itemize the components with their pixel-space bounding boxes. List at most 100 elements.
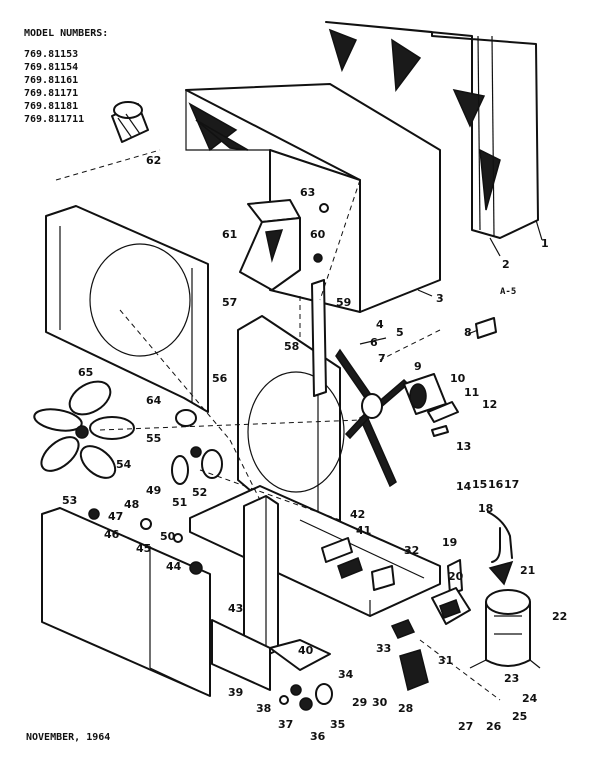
leader-lines [359,219,543,345]
callout-28: 28 [398,702,413,715]
callout-20: 20 [448,570,464,583]
capacitor-part [111,101,149,143]
model-number: 769.81171 [24,88,78,99]
callout-56: 56 [212,372,228,385]
callout-44: 44 [166,560,182,573]
motor-bracket [239,199,301,291]
callout-14: 14 [456,480,472,493]
model-number: 769.811711 [24,114,84,125]
callout-15: 15 [472,478,487,491]
callout-39: 39 [228,686,243,699]
callout-65: 65 [78,366,93,379]
compressor [469,589,541,669]
callout-35: 35 [330,718,345,731]
fan-blade-small [171,409,223,485]
refrigerant-tube [487,511,513,563]
callout-21: 21 [520,564,535,577]
model-number-list: 769.81153 769.81154 769.81161 769.81171 … [24,49,84,125]
callout-47: 47 [108,510,123,523]
fan-motor [403,373,447,415]
model-number: 769.81153 [24,49,78,60]
callout-45: 45 [136,542,151,555]
callout-1: 1 [541,237,549,250]
fan-blade-left [33,380,135,479]
callout-24: 24 [522,692,538,705]
model-number: 769.81161 [24,75,78,86]
callout-50: 50 [160,530,176,543]
callout-61: 61 [222,228,237,241]
callout-63: 63 [300,186,315,199]
callout-27: 27 [458,720,473,733]
callout-12: 12 [482,398,497,411]
callout-11: 11 [464,386,479,399]
callout-36: 36 [310,730,326,743]
callout-17: 17 [504,478,519,491]
callout-41: 41 [356,524,371,537]
compressor-mount [488,560,514,586]
callout-54: 54 [116,458,132,471]
callout-37: 37 [278,718,293,731]
support-tube [311,279,327,397]
overload-protector [399,649,429,692]
callout-25: 25 [512,710,527,723]
callout-6: 6 [370,336,378,349]
callout-53: 53 [62,494,77,507]
callout-34: 34 [338,668,354,681]
callout-16: 16 [488,478,504,491]
model-number: 769.81154 [24,62,78,73]
callout-38: 38 [256,702,271,715]
callout-9: 9 [414,360,422,373]
callout-7: 7 [378,352,386,365]
callout-48: 48 [124,498,139,511]
figure-reference: A-5 [500,287,516,297]
callout-62: 62 [146,154,161,167]
callout-64: 64 [146,394,162,407]
callout-31: 31 [438,654,453,667]
fasteners [88,203,333,711]
condenser-fan-blade [335,348,410,488]
callout-2: 2 [502,258,510,271]
fan-shroud-left [45,205,209,413]
callout-33: 33 [376,642,391,655]
callout-43: 43 [228,602,243,615]
callout-30: 30 [372,696,388,709]
callout-labels: 1 2 3 4 5 6 7 8 9 10 11 12 13 14 15 16 1… [62,154,567,743]
callout-57: 57 [222,296,237,309]
callout-18: 18 [478,502,493,515]
base-components [321,537,395,591]
callout-13: 13 [456,440,471,453]
terminal-block [390,619,416,639]
callout-46: 46 [104,528,120,541]
callout-10: 10 [450,372,466,385]
callout-3: 3 [436,292,444,305]
callout-26: 26 [486,720,502,733]
footer-date: NOVEMBER, 1964 [26,732,110,743]
control-box [211,619,331,691]
callout-49: 49 [146,484,161,497]
callout-58: 58 [284,340,299,353]
callout-8: 8 [464,326,472,339]
assembly-guide-lines [55,149,501,701]
callout-32: 32 [404,544,419,557]
callout-42: 42 [350,508,365,521]
vertical-channel [243,495,279,661]
callout-5: 5 [396,326,404,339]
callout-55: 55 [146,432,161,445]
rear-grille-panel [325,21,539,239]
callout-40: 40 [298,644,314,657]
callout-52: 52 [192,486,207,499]
callout-60: 60 [310,228,326,241]
relay [431,559,471,625]
callout-22: 22 [552,610,567,623]
model-numbers-title: MODEL NUMBERS: [24,28,108,39]
callout-59: 59 [336,296,351,309]
callout-19: 19 [442,536,457,549]
side-panel [41,507,211,697]
callout-29: 29 [352,696,367,709]
callout-51: 51 [172,496,187,509]
model-number: 769.81181 [24,101,78,112]
callout-4: 4 [376,318,384,331]
small-hardware [427,317,497,437]
